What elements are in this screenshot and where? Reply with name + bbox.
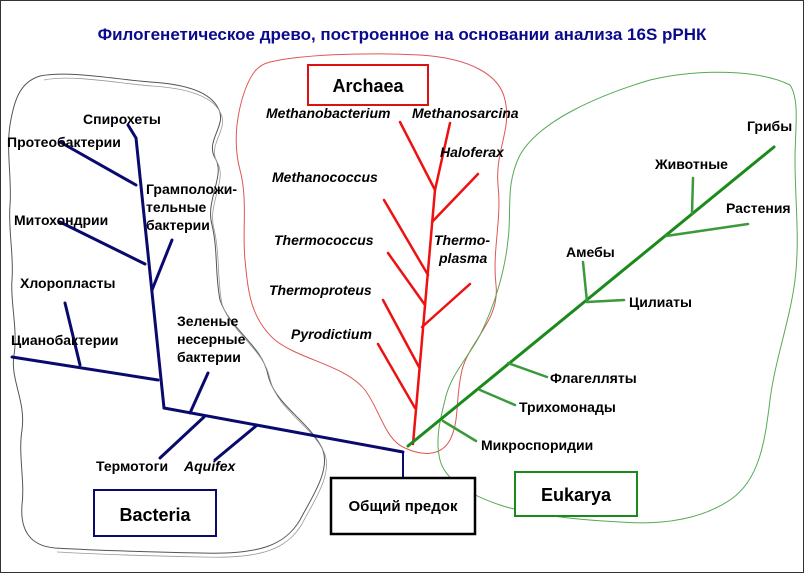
branch-trichomonads [478, 388, 517, 407]
archaea-main-branch [411, 188, 437, 446]
label-green-nonsulfur-line3: бактерии [177, 349, 241, 365]
archaea-box-label: Archaea [332, 76, 404, 96]
archaea-region-outline [235, 53, 508, 454]
branch-haloferax [430, 172, 480, 224]
label-microsporidia: Микроспоридии [481, 437, 593, 453]
label-spirochetes: Спирохеты [83, 111, 161, 127]
label-green-nonsulfur-line1: Зеленые [177, 313, 238, 329]
eukarya-region-outline [437, 71, 798, 524]
diagram-title: Филогенетическое древо, построенное на о… [98, 25, 707, 44]
label-gram-positive-line1: Грамположи- [146, 181, 237, 197]
bacteria-region-outline-shadow [43, 77, 327, 558]
label-cyanobacteria: Цианобактерии [11, 332, 118, 348]
branch-aquifex [213, 424, 258, 462]
label-mitochondria: Митохондрии [14, 212, 108, 228]
branch-thermoplasma [420, 282, 472, 329]
label-ciliates: Цилиаты [629, 294, 692, 310]
eukarya-main-branch [406, 145, 776, 448]
eukarya-box-label: Eukarya [541, 485, 612, 505]
label-thermococcus: Thermococcus [274, 232, 374, 248]
label-pyrodictium: Pyrodictium [291, 326, 372, 342]
branch-plants [664, 222, 750, 238]
eukarya-box [514, 471, 638, 517]
branch-ciliates [585, 298, 626, 304]
common-ancestor-label: Общий предок [349, 498, 458, 515]
bacteria-main-branch [134, 136, 166, 410]
label-thermoplasma-line1: Thermo- [434, 232, 490, 248]
label-haloferax: Haloferax [440, 144, 505, 160]
bacteria-trunk [162, 406, 405, 454]
branch-methanosarcina [433, 121, 452, 192]
branch-animals [690, 176, 695, 215]
label-gram-positive-line3: бактерии [146, 217, 210, 233]
branch-methanococcus [382, 198, 430, 277]
label-fungi: Грибы [747, 118, 792, 134]
label-green-nonsulfur-line2: несерные [177, 331, 246, 347]
label-proteobacteria: Протеобактерии [7, 134, 121, 150]
label-thermotogae: Термотоги [96, 458, 168, 474]
label-thermoplasma-line2: plasma [438, 250, 487, 266]
bacteria-box-label: Bacteria [119, 505, 191, 525]
branch-chloroplasts [63, 301, 82, 367]
label-chloroplasts: Хлоропласты [20, 275, 115, 291]
branch-methanobacterium [398, 120, 437, 192]
label-plants: Растения [726, 200, 791, 216]
branch-cyanobacteria [10, 355, 160, 382]
branch-spirochetes [126, 123, 138, 140]
label-amoebae: Амебы [566, 244, 615, 260]
branch-flagellates [506, 361, 549, 379]
label-gram-positive-line2: тельные [146, 199, 207, 215]
bacteria-tree [10, 123, 405, 462]
branch-amoebae [581, 260, 589, 304]
branch-mitochondria [58, 220, 147, 266]
branch-microsporidia [441, 419, 478, 443]
branch-green-nonsulfur [188, 371, 210, 415]
label-methanosarcina: Methanosarcina [412, 105, 519, 121]
branch-gram-positive [150, 238, 174, 292]
bacteria-box [93, 489, 217, 537]
label-trichomonads: Трихомонады [519, 399, 616, 415]
eukarya-side-branches [441, 176, 750, 443]
label-aquifex: Aquifex [183, 458, 237, 474]
branch-proteobacteria [58, 140, 138, 187]
label-thermoproteus: Thermoproteus [269, 282, 372, 298]
eukarya-tree [406, 145, 776, 448]
label-flagellates: Флагелляты [550, 370, 637, 386]
label-methanobacterium: Methanobacterium [266, 105, 390, 121]
archaea-box [307, 64, 429, 106]
branch-thermococcus [386, 251, 427, 307]
branch-thermoproteus [381, 298, 421, 369]
archaea-tree [376, 120, 480, 446]
branch-pyrodictium [376, 342, 417, 410]
bacteria-region-outline [8, 73, 326, 554]
label-methanococcus: Methanococcus [272, 169, 378, 185]
label-animals: Животные [654, 156, 728, 172]
common-ancestor-box [329, 476, 477, 536]
branch-thermotogae [158, 415, 206, 460]
